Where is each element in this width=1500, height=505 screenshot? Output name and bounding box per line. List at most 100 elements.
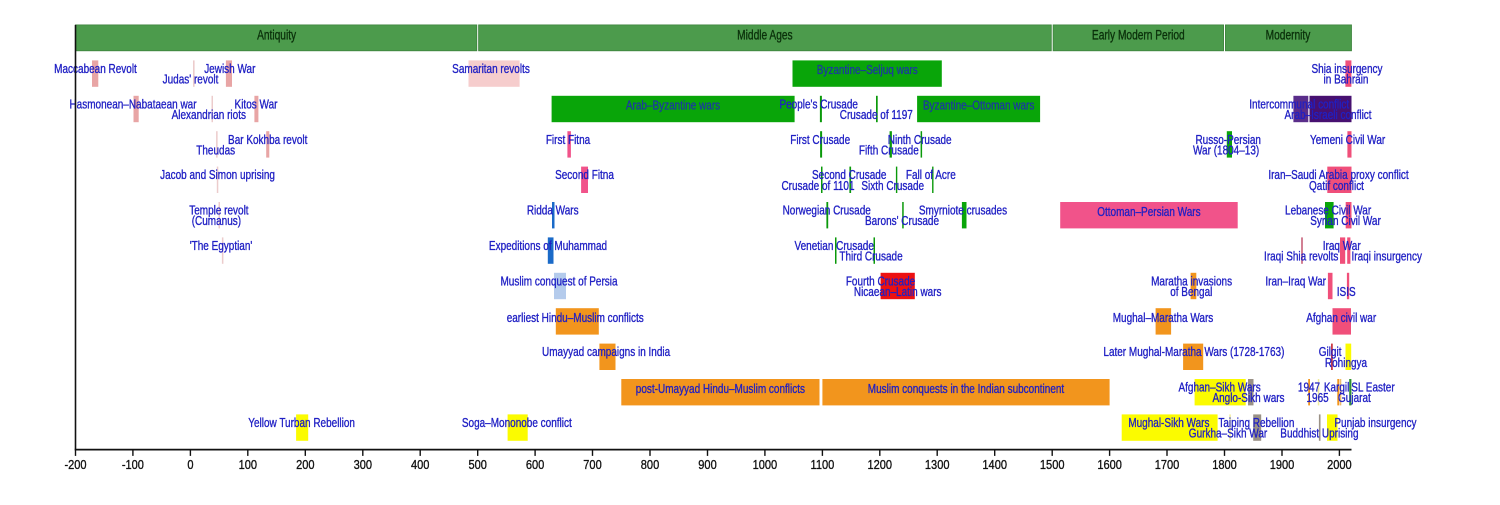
svg-text:Gujarat: Gujarat bbox=[1338, 392, 1371, 405]
svg-text:Hasmonean–Nabataean war: Hasmonean–Nabataean war bbox=[69, 98, 196, 111]
svg-text:Temple revolt: Temple revolt bbox=[189, 205, 249, 218]
svg-text:Fourth Crusade: Fourth Crusade bbox=[846, 275, 915, 288]
svg-text:Maccabean Revolt: Maccabean Revolt bbox=[54, 63, 137, 76]
svg-text:Buddhist Uprising: Buddhist Uprising bbox=[1280, 428, 1358, 441]
svg-text:Lebanese Civil War: Lebanese Civil War bbox=[1285, 205, 1371, 218]
svg-text:1947: 1947 bbox=[1298, 382, 1320, 395]
svg-text:200: 200 bbox=[296, 457, 315, 472]
svg-text:Fall of Acre: Fall of Acre bbox=[906, 169, 956, 182]
svg-text:1500: 1500 bbox=[1040, 457, 1065, 472]
svg-text:Arab–Byzantine wars: Arab–Byzantine wars bbox=[626, 100, 721, 113]
svg-text:1965: 1965 bbox=[1306, 392, 1328, 405]
svg-text:Bar Kokhba revolt: Bar Kokhba revolt bbox=[228, 134, 308, 147]
svg-text:1400: 1400 bbox=[982, 457, 1007, 472]
svg-text:Byzantine–Ottoman wars: Byzantine–Ottoman wars bbox=[923, 100, 1035, 113]
svg-text:Taiping Rebellion: Taiping Rebellion bbox=[1218, 417, 1294, 430]
svg-text:Second Crusade: Second Crusade bbox=[812, 169, 886, 182]
svg-text:700: 700 bbox=[583, 457, 602, 472]
svg-text:Ninth Crusade: Ninth Crusade bbox=[888, 134, 952, 147]
svg-text:Third Crusade: Third Crusade bbox=[839, 251, 902, 264]
svg-text:Nicaean–Latin wars: Nicaean–Latin wars bbox=[854, 286, 942, 299]
svg-text:in Bahrain: in Bahrain bbox=[1324, 74, 1369, 87]
svg-text:'The Egyptian': 'The Egyptian' bbox=[190, 240, 253, 253]
svg-text:Jacob and Simon uprising: Jacob and Simon uprising bbox=[160, 169, 275, 182]
svg-text:Syrian Civil War: Syrian Civil War bbox=[1310, 215, 1381, 228]
svg-text:Jewish War: Jewish War bbox=[204, 63, 255, 76]
svg-text:1900: 1900 bbox=[1270, 457, 1295, 472]
svg-text:Iran–Iraq War: Iran–Iraq War bbox=[1265, 275, 1326, 288]
svg-text:500: 500 bbox=[468, 457, 487, 472]
svg-text:1800: 1800 bbox=[1212, 457, 1237, 472]
svg-text:Byzantine–Seljuq wars: Byzantine–Seljuq wars bbox=[817, 64, 918, 77]
svg-text:of Bengal: of Bengal bbox=[1170, 286, 1212, 299]
svg-text:400: 400 bbox=[411, 457, 430, 472]
svg-text:Venetian Crusade: Venetian Crusade bbox=[795, 240, 874, 253]
svg-text:Punjab insurgency: Punjab insurgency bbox=[1334, 417, 1416, 430]
svg-text:1600: 1600 bbox=[1097, 457, 1122, 472]
svg-text:Rohingya: Rohingya bbox=[1325, 357, 1368, 370]
svg-text:Iraq War: Iraq War bbox=[1323, 240, 1361, 253]
svg-text:0: 0 bbox=[187, 457, 193, 472]
svg-text:Arab–Israeli conflict: Arab–Israeli conflict bbox=[1284, 109, 1372, 122]
svg-text:Maratha invasions: Maratha invasions bbox=[1151, 275, 1232, 288]
svg-text:Soga–Mononobe conflict: Soga–Mononobe conflict bbox=[462, 417, 573, 430]
svg-text:First Crusade: First Crusade bbox=[790, 134, 850, 147]
svg-text:Early Modern Period: Early Modern Period bbox=[1092, 27, 1185, 43]
svg-text:Iraqi Shia revolts: Iraqi Shia revolts bbox=[1264, 251, 1339, 264]
svg-text:900: 900 bbox=[698, 457, 717, 472]
svg-text:Crusade of 1197: Crusade of 1197 bbox=[840, 109, 913, 122]
svg-text:Smyrniote crusades: Smyrniote crusades bbox=[919, 205, 1008, 218]
svg-text:Barons' Crusade: Barons' Crusade bbox=[865, 215, 939, 228]
svg-text:Intercommunal conflict: Intercommunal conflict bbox=[1249, 98, 1350, 111]
svg-text:People's Crusade: People's Crusade bbox=[779, 98, 857, 111]
svg-text:Kargil: Kargil bbox=[1324, 382, 1350, 395]
svg-text:Afghan civil war: Afghan civil war bbox=[1306, 312, 1376, 325]
svg-text:-200: -200 bbox=[64, 457, 86, 472]
svg-text:800: 800 bbox=[641, 457, 660, 472]
svg-text:Muslim conquests in the Indian: Muslim conquests in the Indian subcontin… bbox=[868, 383, 1065, 396]
svg-text:Shia insurgency: Shia insurgency bbox=[1311, 63, 1382, 76]
svg-text:Yemeni Civil War: Yemeni Civil War bbox=[1310, 134, 1385, 147]
svg-text:Expeditions of Muhammad: Expeditions of Muhammad bbox=[489, 240, 607, 253]
svg-text:Mughal–Maratha Wars: Mughal–Maratha Wars bbox=[1113, 312, 1214, 325]
svg-text:post-Umayyad Hindu–Muslim conf: post-Umayyad Hindu–Muslim conflicts bbox=[636, 383, 805, 396]
svg-text:Gilgit: Gilgit bbox=[1319, 346, 1342, 359]
svg-text:1200: 1200 bbox=[868, 457, 893, 472]
svg-text:1000: 1000 bbox=[753, 457, 778, 472]
svg-text:ISIS: ISIS bbox=[1337, 286, 1356, 299]
svg-text:Kitos War: Kitos War bbox=[235, 98, 278, 111]
svg-text:Fifth Crusade: Fifth Crusade bbox=[859, 144, 919, 157]
svg-text:Second Fitna: Second Fitna bbox=[555, 169, 614, 182]
svg-text:Norwegian Crusade: Norwegian Crusade bbox=[783, 205, 871, 218]
svg-text:Later Mughal-Maratha Wars (172: Later Mughal-Maratha Wars (1728-1763) bbox=[1103, 346, 1284, 359]
svg-text:SL Easter: SL Easter bbox=[1351, 382, 1395, 395]
svg-text:Muslim conquest of Persia: Muslim conquest of Persia bbox=[500, 275, 618, 288]
svg-text:Iraqi insurgency: Iraqi insurgency bbox=[1352, 251, 1423, 264]
svg-text:1700: 1700 bbox=[1155, 457, 1180, 472]
svg-text:600: 600 bbox=[526, 457, 545, 472]
svg-text:Samaritan revolts: Samaritan revolts bbox=[452, 63, 530, 76]
svg-text:-100: -100 bbox=[122, 457, 144, 472]
svg-text:Antiquity: Antiquity bbox=[257, 27, 296, 43]
svg-text:Judas' revolt: Judas' revolt bbox=[163, 74, 219, 87]
svg-text:Theudas: Theudas bbox=[196, 144, 235, 157]
svg-text:War (1804–13): War (1804–13) bbox=[1193, 144, 1259, 157]
svg-text:Afghan–Sikh Wars: Afghan–Sikh Wars bbox=[1178, 382, 1261, 395]
svg-text:Anglo-Sikh wars: Anglo-Sikh wars bbox=[1212, 392, 1284, 405]
svg-text:Iran–Saudi Arabia proxy confli: Iran–Saudi Arabia proxy conflict bbox=[1268, 169, 1409, 182]
svg-text:Ottoman–Persian Wars: Ottoman–Persian Wars bbox=[1097, 206, 1201, 219]
svg-text:300: 300 bbox=[354, 457, 373, 472]
svg-text:Ridda Wars: Ridda Wars bbox=[527, 205, 579, 218]
svg-text:earliest Hindu–Muslim conflict: earliest Hindu–Muslim conflicts bbox=[507, 312, 644, 325]
svg-text:(Cumanus): (Cumanus) bbox=[192, 215, 242, 228]
svg-text:Russo-Persian: Russo-Persian bbox=[1195, 134, 1260, 147]
svg-text:Alexandrian riots: Alexandrian riots bbox=[172, 109, 247, 122]
svg-text:First Fitna: First Fitna bbox=[546, 134, 591, 147]
svg-text:Qatif conflict: Qatif conflict bbox=[1309, 180, 1365, 193]
svg-text:Gurkha–Sikh War: Gurkha–Sikh War bbox=[1189, 428, 1268, 441]
svg-text:Crusade of 1101: Crusade of 1101 bbox=[781, 180, 854, 193]
svg-text:Mughal-Sikh Wars: Mughal-Sikh Wars bbox=[1128, 417, 1209, 430]
svg-text:Yellow Turban Rebellion: Yellow Turban Rebellion bbox=[248, 417, 355, 430]
svg-text:1100: 1100 bbox=[811, 457, 835, 472]
svg-text:2000: 2000 bbox=[1327, 457, 1352, 472]
